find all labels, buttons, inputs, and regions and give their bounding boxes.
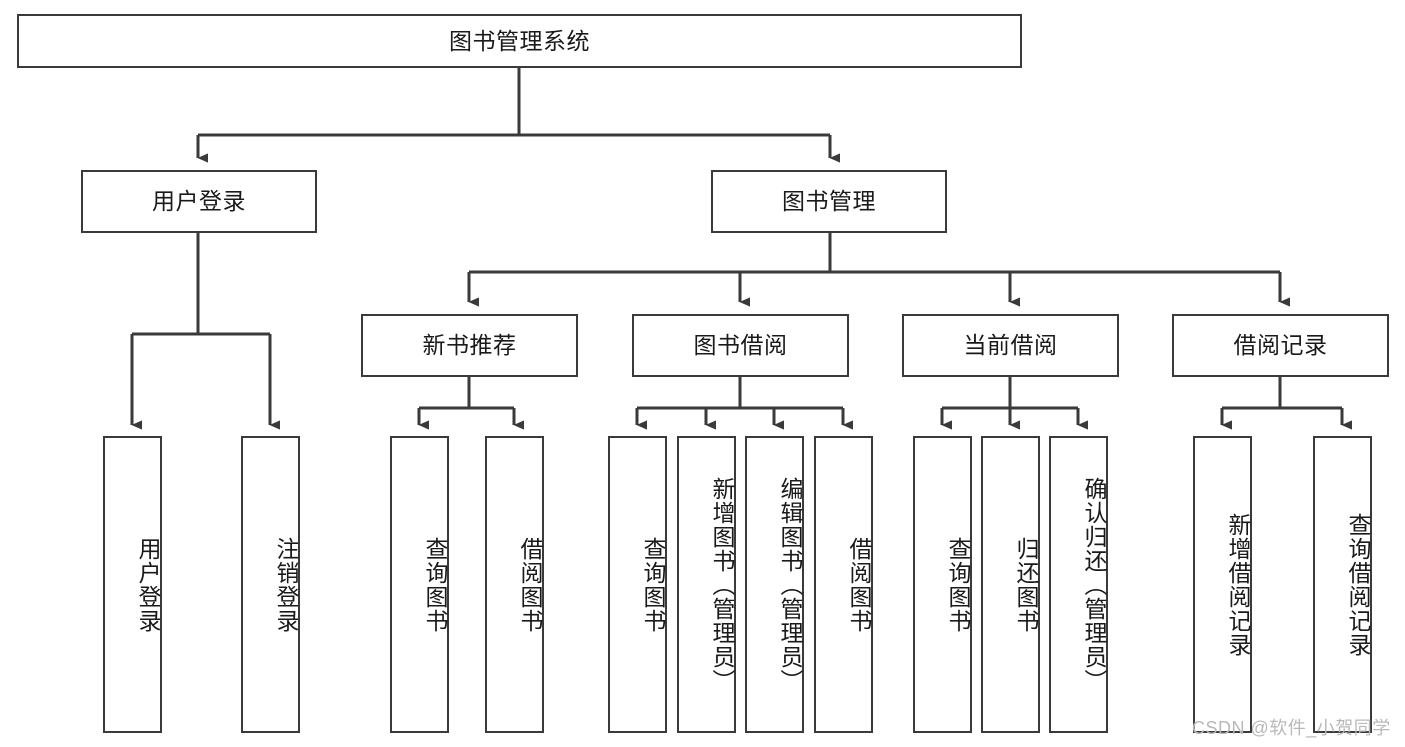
node-borrowing-record[interactable]: 借阅记录 — [1172, 314, 1389, 377]
leaf-book-borrow-query-books[interactable]: 查询图书 — [608, 436, 667, 733]
csdn-watermark: CSDN @软件_小贺同学 — [1192, 718, 1391, 738]
leaf-book-borrow-edit-book-admin[interactable]: 编辑图书（管理员） — [745, 436, 804, 733]
leaf-user-login-signin[interactable]: 用户登录 — [103, 436, 162, 733]
leaf-new-book-query-books[interactable]: 查询图书 — [390, 436, 449, 733]
node-book-management[interactable]: 图书管理 — [711, 170, 947, 233]
leaf-borrow-record-add-record[interactable]: 新增借阅记录 — [1193, 436, 1252, 733]
node-book-borrowing[interactable]: 图书借阅 — [632, 314, 849, 377]
leaf-book-borrow-borrow-books[interactable]: 借阅图书 — [814, 436, 873, 733]
leaf-current-borrow-confirm-return-admin[interactable]: 确认归还（管理员） — [1049, 436, 1108, 733]
leaf-current-borrow-return-books[interactable]: 归还图书 — [981, 436, 1040, 733]
node-user-login[interactable]: 用户登录 — [81, 170, 317, 233]
leaf-user-login-logout[interactable]: 注销登录 — [241, 436, 300, 733]
leaf-book-borrow-add-book-admin[interactable]: 新增图书（管理员） — [677, 436, 736, 733]
node-root-book-management-system[interactable]: 图书管理系统 — [17, 14, 1022, 68]
node-current-borrowing[interactable]: 当前借阅 — [902, 314, 1119, 377]
leaf-borrow-record-query-record[interactable]: 查询借阅记录 — [1313, 436, 1372, 733]
leaf-new-book-borrow-books[interactable]: 借阅图书 — [485, 436, 544, 733]
node-new-book-recommendation[interactable]: 新书推荐 — [361, 314, 578, 377]
leaf-current-borrow-query-books[interactable]: 查询图书 — [913, 436, 972, 733]
